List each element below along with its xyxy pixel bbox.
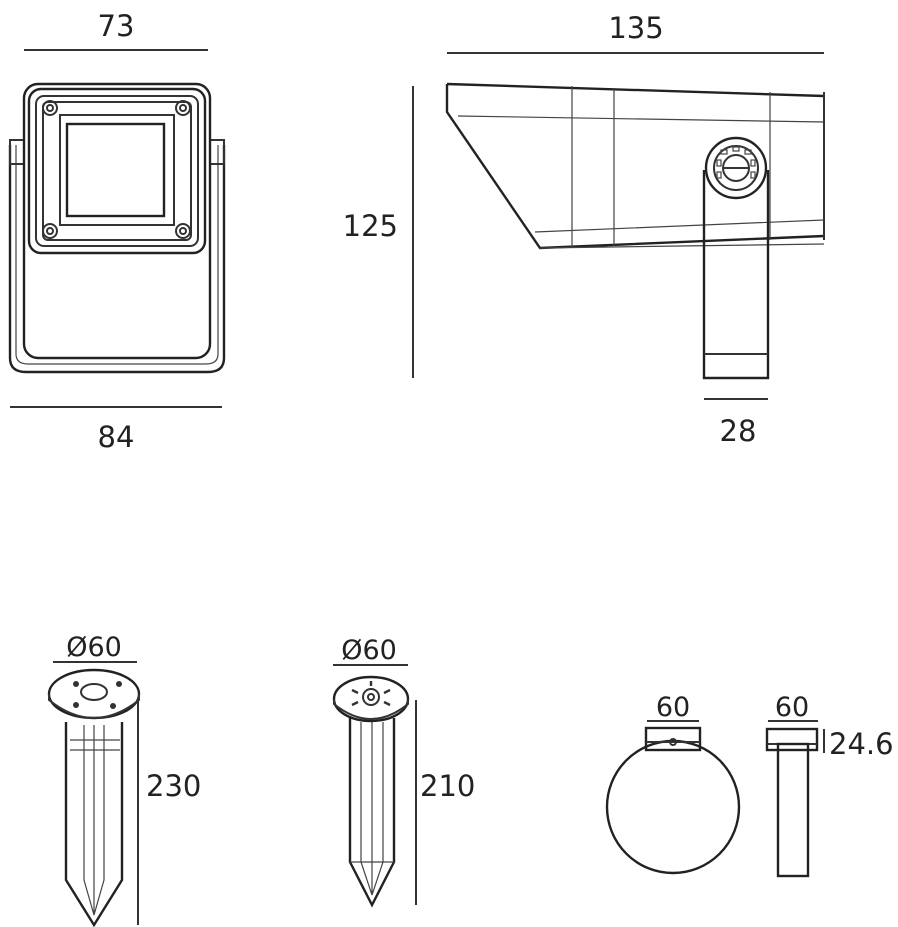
front-bracket-inner (15, 145, 219, 365)
screw-icon (175, 223, 191, 239)
side-pivot-ring (713, 145, 759, 191)
side-body-outline (445, 82, 825, 250)
dimension-side-height: 125 (343, 209, 398, 243)
spike1-collar (70, 739, 120, 751)
spike1-body (64, 722, 124, 927)
dimension-spike1-height: 230 (146, 769, 201, 803)
spike1-plate-edge (48, 694, 140, 719)
pole-clamp-side: 60 24.6 (765, 692, 894, 878)
side-body-edges (457, 115, 825, 249)
spike2-plate-edge (333, 699, 409, 720)
spike2-fins (360, 722, 384, 896)
screw-head-icon (179, 104, 187, 112)
spike1-hole-icon (73, 702, 79, 708)
screw-head-icon (46, 104, 54, 112)
spike2-body (348, 718, 396, 908)
side-pivot-teeth-icon (716, 146, 756, 179)
dimension-front-bottom-width: 84 (98, 420, 135, 454)
dimension-clamp-front-width: 60 (656, 692, 690, 723)
spike1-fins (83, 725, 105, 916)
screw-head-icon (46, 227, 54, 235)
front-bezel-outer (27, 87, 207, 255)
ground-spike-large: Ø60 230 (47, 632, 201, 927)
dimension-clamp-side-width: 60 (775, 692, 809, 723)
dimension-clamp-side-height: 24.6 (829, 727, 894, 761)
dimension-side-length: 135 (608, 11, 663, 45)
front-bracket-pivot-right (209, 139, 225, 165)
dimension-bracket-width: 28 (720, 414, 757, 448)
front-housing (22, 82, 212, 360)
clamp-top-block (644, 726, 702, 752)
clamp-side-stem (776, 742, 810, 878)
screw-head-icon (179, 227, 187, 235)
spike2-center-pin-icon (367, 693, 375, 701)
front-bracket-outer (8, 145, 226, 374)
side-bracket-arm (702, 170, 770, 380)
spike1-top-plate (47, 668, 141, 720)
clamp-side-block (765, 727, 819, 752)
clamp-screw-icon (669, 738, 677, 746)
front-lens (65, 122, 166, 218)
side-pivot-knob (704, 136, 768, 200)
front-bracket-pivot-left (9, 139, 25, 165)
front-lens-frame (59, 114, 175, 226)
front-bezel-ring (42, 101, 192, 241)
dimension-spike2-diameter: Ø60 (341, 635, 397, 666)
front-view: 73 84 (8, 9, 226, 454)
spike2-slots-icon (351, 681, 391, 707)
dimension-front-top-width: 73 (98, 9, 135, 43)
side-view: 135 125 28 (343, 11, 825, 448)
pole-clamp-front: 60 (605, 692, 741, 875)
ground-spike-small: Ø60 210 (332, 635, 475, 908)
spike1-hole-icon (116, 681, 122, 687)
dimension-spike2-height: 210 (420, 769, 475, 803)
screw-icon (42, 100, 58, 116)
spike1-center-hole (80, 683, 108, 701)
side-pivot-center (722, 154, 750, 182)
dimension-spike1-diameter: Ø60 (66, 632, 122, 663)
front-bezel-inner (35, 95, 199, 247)
screw-icon (42, 223, 58, 239)
spike2-center-hole (362, 688, 380, 706)
clamp-ring (605, 739, 741, 875)
spike1-hole-icon (110, 703, 116, 709)
spike1-hole-icon (73, 681, 79, 687)
screw-icon (175, 100, 191, 116)
